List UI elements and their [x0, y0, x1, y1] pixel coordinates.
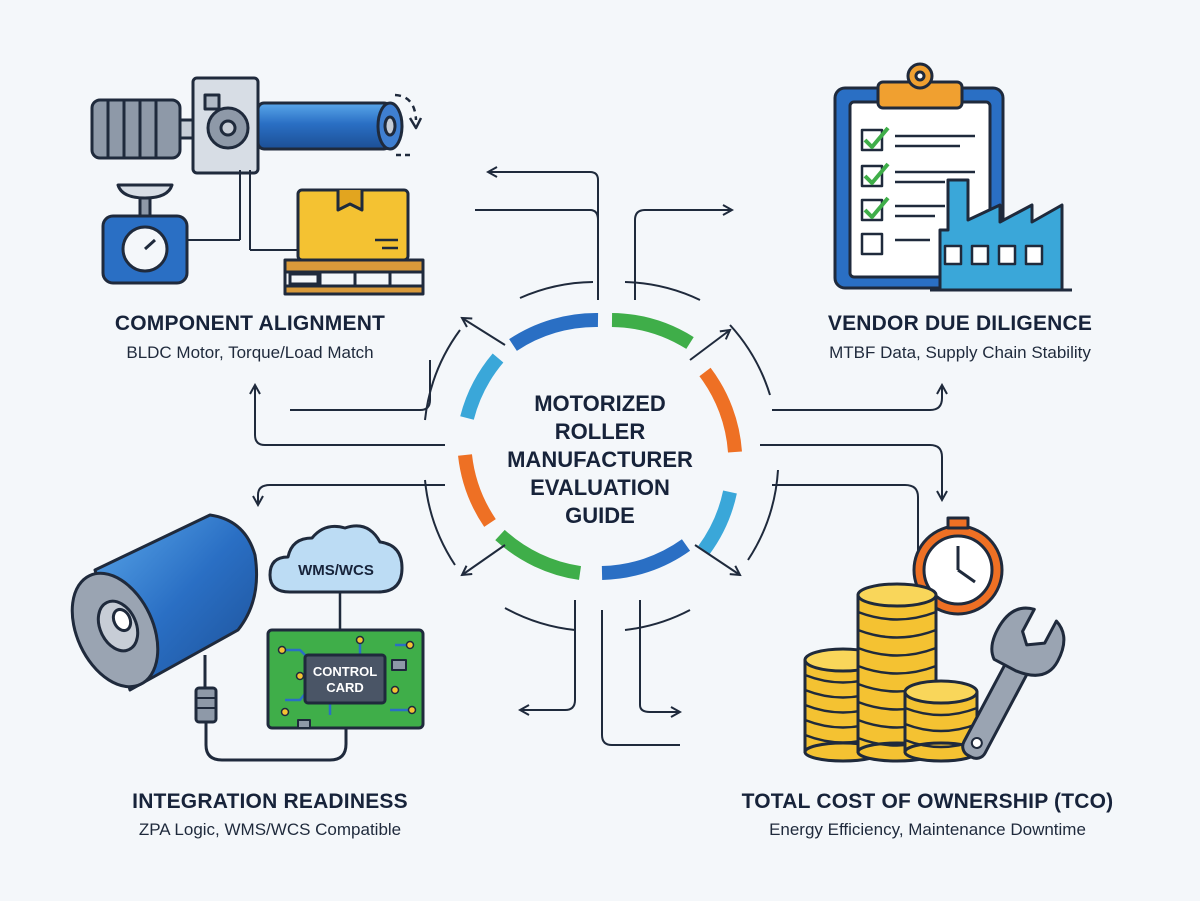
control-card-label-line2: CARD	[326, 680, 364, 695]
integration-readiness-subtitle: ZPA Logic, WMS/WCS Compatible	[138, 820, 402, 839]
connector-arrows	[255, 172, 942, 746]
component-alignment-subtitle: BLDC Motor, Torque/Load Match	[126, 343, 374, 362]
ring-segment-blue-bottom	[601, 539, 691, 580]
control-card-label-line1: CONTROL	[313, 664, 377, 679]
checkbox-3	[860, 196, 945, 222]
checklist-factory-icon	[833, 62, 1072, 292]
integration-readiness-title: INTEGRATION READINESS	[132, 790, 408, 813]
coin-stack-right	[903, 679, 979, 763]
center-title-line-1: MOTORIZED	[534, 391, 666, 416]
vendor-due-diligence-subtitle: MTBF Data, Supply Chain Stability	[829, 343, 1091, 362]
center-title-line-2: ROLLER	[554, 419, 646, 444]
center-ring	[458, 312, 742, 580]
ring-segment-orange-right	[699, 367, 742, 453]
tco-title: TOTAL COST OF OWNERSHIP (TCO)	[741, 790, 1114, 813]
vendor-due-diligence-title: VENDOR DUE DILIGENCE	[827, 312, 1093, 335]
ring-segment-teal-left	[460, 353, 504, 420]
ring-segment-teal-right	[698, 490, 737, 555]
center-title-line-5: GUIDE	[565, 503, 635, 528]
center-title-line-4: EVALUATION	[530, 475, 670, 500]
wrench-icon	[961, 606, 1066, 760]
ring-segment-green-bottom	[495, 529, 582, 580]
outer-ring-arcs	[424, 281, 779, 631]
ring-segment-orange-left	[458, 454, 496, 527]
tco-subtitle: Energy Efficiency, Maintenance Downtime	[769, 820, 1086, 839]
checkbox-1	[860, 126, 975, 152]
checkbox-2	[860, 162, 975, 188]
component-alignment-title: COMPONENT ALIGNMENT	[114, 312, 386, 335]
motor-gearbox-roller-scale-icon	[90, 76, 425, 296]
center-title: MOTORIZED ROLLER MANUFACTURER EVALUATION…	[470, 390, 730, 530]
ring-segment-blue-top	[509, 312, 599, 351]
center-title-line-3: MANUFACTURER	[507, 447, 693, 472]
roller-control-card-cloud-icon	[70, 513, 425, 762]
ring-segment-green-top	[611, 313, 694, 349]
clock-coins-wrench-icon	[803, 516, 1066, 763]
cloud-label: WMS/WCS	[298, 562, 374, 579]
checkbox-4	[860, 232, 930, 256]
